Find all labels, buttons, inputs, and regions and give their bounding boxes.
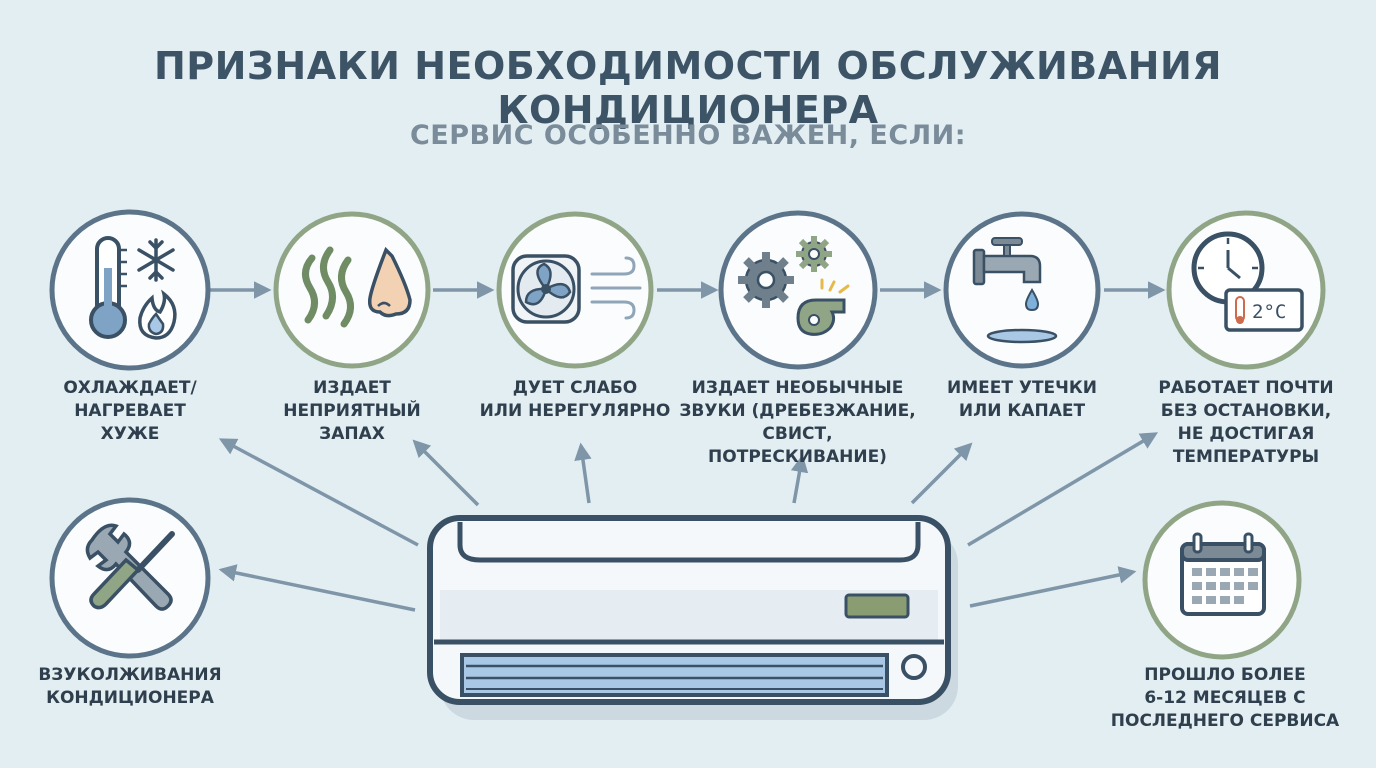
gears-whistle-icon [718,210,878,370]
sign-label-maintenance: ВЗУКОЛЖИВАНИЯ КОНДИЦИОНЕРА [38,665,222,708]
page-subtitle: СЕРВИС ОСОБЕННО ВАЖЕН, ЕСЛИ: [409,120,967,151]
thermometer-snowflake-flame-icon [49,209,211,371]
air-conditioner-unit [427,515,958,720]
wrench-screwdriver-icon [49,497,211,659]
thermostat-display: 2°C [1252,301,1286,323]
clock-thermostat-icon [1166,210,1326,370]
ac-arrow-2 [412,439,480,507]
sign-label-service-interval: ПРОШЛО БОЛЕЕ 6-12 МЕСЯЦЕВ С ПОСЛЕДНЕГО С… [1110,665,1340,731]
sign-label-noises: ИЗДАЕТ НЕОБЫЧНЫЕ ЗВУКИ (ДРЕБЕЗЖАНИЕ, СВИ… [679,378,916,467]
ac-arrow-8 [969,566,1137,608]
ac-arrow-7 [218,564,416,612]
sign-label-leaks: ИМЕЕТ УТЕЧКИ ИЛИ КАПАЕТ [946,378,1098,421]
sign-label-nonstop: РАБОТАЕТ ПОЧТИ БЕЗ ОСТАНОВКИ, НЕ ДОСТИГА… [1158,378,1334,467]
dripping-faucet-icon [943,211,1101,369]
calendar-icon [1142,500,1302,660]
ac-arrow-1 [218,438,419,547]
ac-arrow-4 [790,454,809,504]
odor-nose-icon [273,211,431,369]
ac-arrow-3 [574,442,592,504]
ac-arrow-6 [967,432,1159,547]
sign-label-airflow: ДУЕТ СЛАБО ИЛИ НЕРЕГУЛЯРНО [479,378,671,421]
sign-label-cooling: ОХЛАЖДАЕТ/ НАГРЕВАЕТ ХУЖЕ [63,378,197,444]
sign-label-odor: ИЗДАЕТ НЕПРИЯТНЫЙ ЗАПАХ [283,378,421,444]
ac-arrow-5 [910,442,973,505]
page-title: ПРИЗНАКИ НЕОБХОДИМОСТИ ОБСЛУЖИВАНИЯ КОНД… [153,44,1223,132]
ac-arrows [218,432,1159,612]
fan-airflow-icon [496,211,654,369]
